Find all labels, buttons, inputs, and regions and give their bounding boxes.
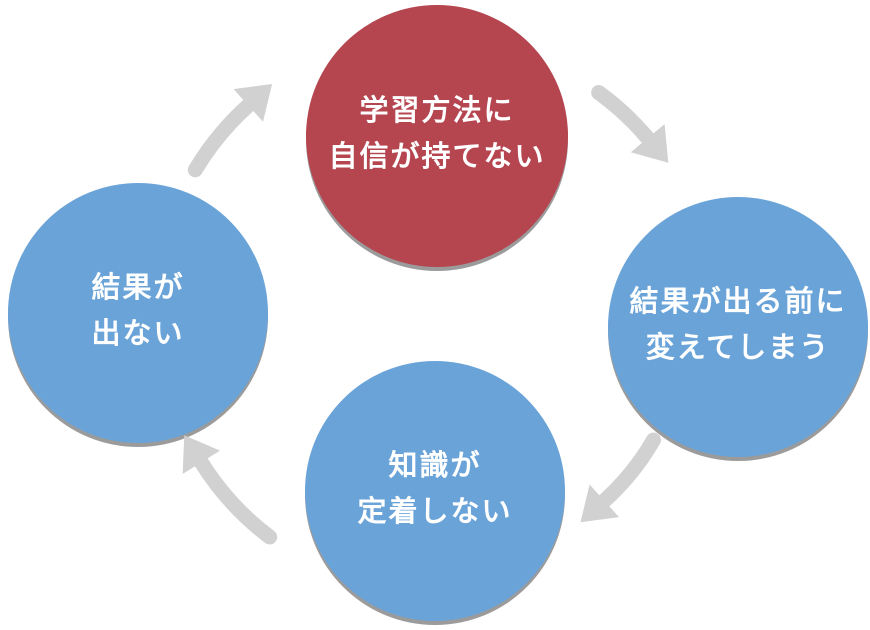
- node-circle-left: [8, 183, 268, 443]
- arrowhead-right-to-bottom: [580, 484, 619, 523]
- node-circle-bottom: [305, 361, 565, 621]
- arrowhead-bottom-to-left: [182, 435, 220, 474]
- arrowhead-top-to-right: [630, 124, 669, 163]
- arrowhead-left-to-top: [233, 84, 273, 122]
- cycle-arrows: [182, 84, 669, 545]
- node-circle-right: [608, 197, 868, 457]
- arrow-top-to-right: [591, 85, 656, 146]
- arrow-bottom-to-left: [193, 454, 278, 545]
- node-circle-top: [306, 5, 568, 267]
- arrow-left-to-top: [187, 97, 256, 178]
- arrow-right-to-bottom: [596, 432, 661, 509]
